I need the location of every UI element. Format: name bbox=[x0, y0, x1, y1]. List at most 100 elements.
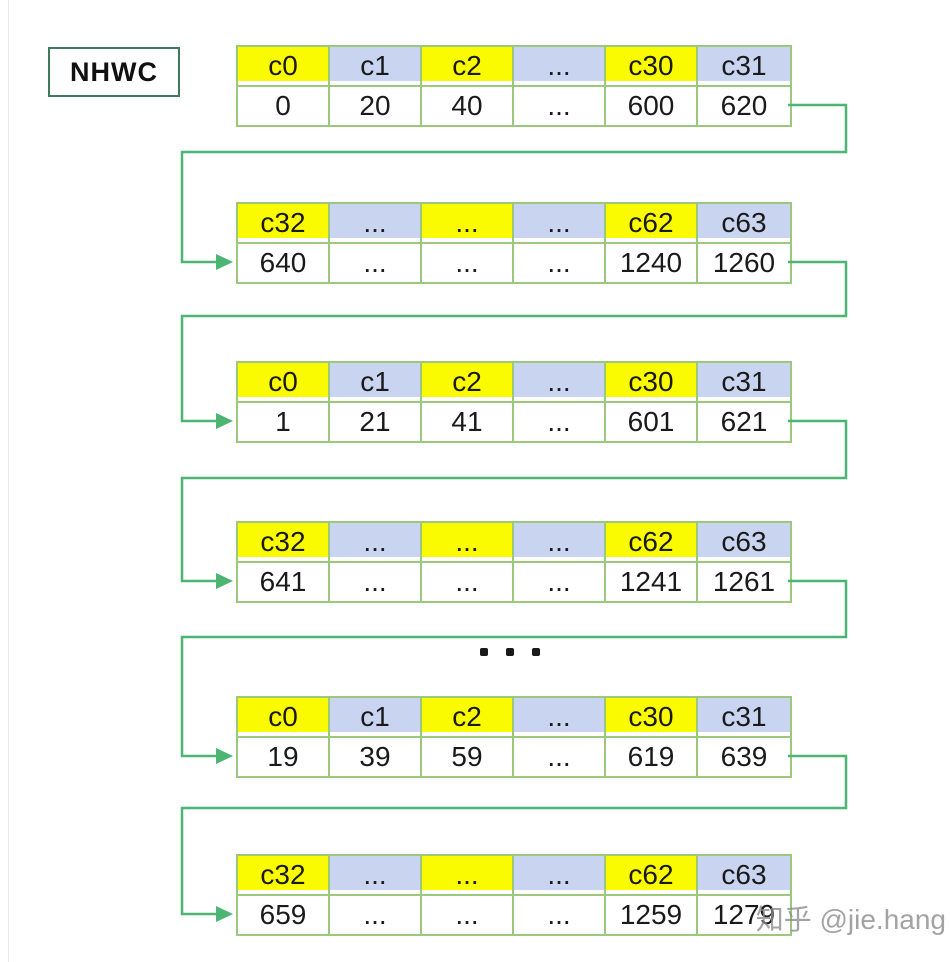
ellipsis-dot bbox=[532, 648, 540, 656]
arrowhead-icon bbox=[216, 254, 233, 270]
header-cell: c1 bbox=[330, 698, 422, 736]
value-cell: ... bbox=[422, 896, 514, 934]
header-cell: c31 bbox=[698, 47, 790, 85]
header-cell: c2 bbox=[422, 363, 514, 401]
value-cell: ... bbox=[514, 87, 606, 125]
header-cell: c30 bbox=[606, 47, 698, 85]
value-cell: 621 bbox=[698, 403, 790, 441]
value-cell: ... bbox=[514, 244, 606, 282]
value-cell: 39 bbox=[330, 738, 422, 776]
value-cell: 639 bbox=[698, 738, 790, 776]
value-cell: 640 bbox=[238, 244, 330, 282]
value-cell: 601 bbox=[606, 403, 698, 441]
value-cell: ... bbox=[514, 563, 606, 601]
value-cell: ... bbox=[422, 244, 514, 282]
ellipsis-dot bbox=[480, 648, 488, 656]
value-cell: 1240 bbox=[606, 244, 698, 282]
page-edge-divider bbox=[8, 0, 9, 962]
header-cell: ... bbox=[330, 856, 422, 894]
header-cell: c2 bbox=[422, 698, 514, 736]
header-cell: ... bbox=[514, 47, 606, 85]
header-cell: c63 bbox=[698, 856, 790, 894]
header-cell: ... bbox=[422, 856, 514, 894]
header-cell: c2 bbox=[422, 47, 514, 85]
header-cell: c63 bbox=[698, 204, 790, 242]
nhwc-label: NHWC bbox=[70, 56, 158, 87]
ellipsis-dot bbox=[506, 648, 514, 656]
header-cell: c31 bbox=[698, 698, 790, 736]
value-cell: 641 bbox=[238, 563, 330, 601]
value-cell: 1241 bbox=[606, 563, 698, 601]
arrowhead-icon bbox=[216, 573, 233, 589]
value-cell: 659 bbox=[238, 896, 330, 934]
value-cell: ... bbox=[330, 896, 422, 934]
header-cell: c1 bbox=[330, 47, 422, 85]
value-cell: 0 bbox=[238, 87, 330, 125]
header-cell: c31 bbox=[698, 363, 790, 401]
header-cell: ... bbox=[514, 363, 606, 401]
value-cell: ... bbox=[330, 563, 422, 601]
arrowhead-icon bbox=[216, 748, 233, 764]
value-cell: ... bbox=[514, 896, 606, 934]
value-cell: 40 bbox=[422, 87, 514, 125]
value-cell: 600 bbox=[606, 87, 698, 125]
header-cell: c62 bbox=[606, 856, 698, 894]
header-cell: ... bbox=[330, 523, 422, 561]
value-cell: ... bbox=[422, 563, 514, 601]
header-cell: ... bbox=[514, 698, 606, 736]
header-cell: ... bbox=[422, 523, 514, 561]
header-cell: ... bbox=[422, 204, 514, 242]
value-cell: 1279 bbox=[698, 896, 790, 934]
header-cell: ... bbox=[514, 204, 606, 242]
nhwc-label-box: NHWC bbox=[48, 47, 180, 97]
header-cell: c32 bbox=[238, 204, 330, 242]
header-cell: ... bbox=[514, 856, 606, 894]
arrowhead-icon bbox=[216, 413, 233, 429]
value-cell: 1260 bbox=[698, 244, 790, 282]
header-cell: c0 bbox=[238, 363, 330, 401]
value-cell: 59 bbox=[422, 738, 514, 776]
header-cell: c62 bbox=[606, 204, 698, 242]
value-cell: ... bbox=[514, 738, 606, 776]
header-cell: c30 bbox=[606, 363, 698, 401]
value-cell: 620 bbox=[698, 87, 790, 125]
header-cell: c0 bbox=[238, 47, 330, 85]
value-cell: 20 bbox=[330, 87, 422, 125]
value-cell: 21 bbox=[330, 403, 422, 441]
header-cell: c32 bbox=[238, 523, 330, 561]
header-cell: c0 bbox=[238, 698, 330, 736]
header-cell: ... bbox=[514, 523, 606, 561]
value-cell: 1259 bbox=[606, 896, 698, 934]
value-cell: 19 bbox=[238, 738, 330, 776]
arrowhead-icon bbox=[216, 906, 233, 922]
value-cell: 41 bbox=[422, 403, 514, 441]
header-cell: c62 bbox=[606, 523, 698, 561]
ellipsis-separator bbox=[480, 648, 540, 656]
header-cell: c1 bbox=[330, 363, 422, 401]
value-cell: 1261 bbox=[698, 563, 790, 601]
header-cell: c30 bbox=[606, 698, 698, 736]
header-cell: ... bbox=[330, 204, 422, 242]
value-cell: ... bbox=[514, 403, 606, 441]
value-cell: 1 bbox=[238, 403, 330, 441]
header-cell: c63 bbox=[698, 523, 790, 561]
